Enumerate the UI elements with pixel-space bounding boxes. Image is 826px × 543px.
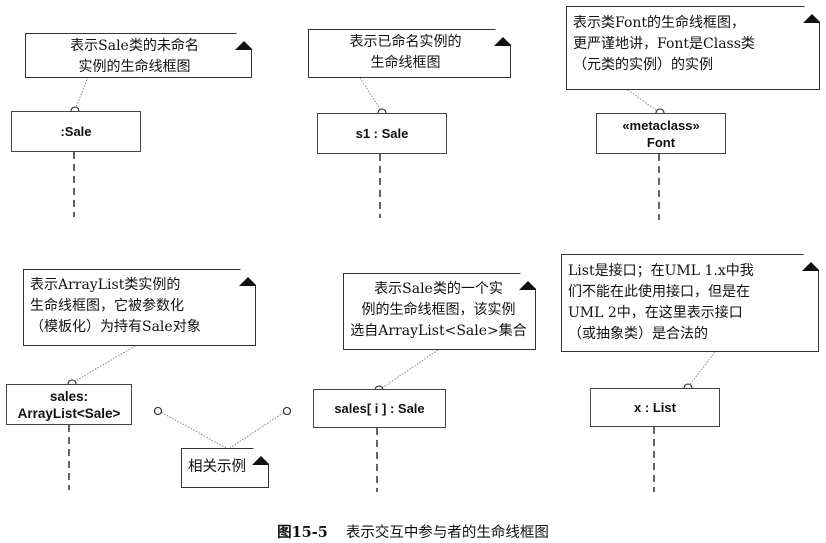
lifeline-box-named-sale[interactable]: s1 : Sale — [317, 113, 447, 154]
note-line: 表示ArrayList类实例的 — [30, 277, 181, 293]
note-sales-arraylist: 表示ArrayList类实例的 生命线框图，它被参数化 （模板化）为持有Sale… — [23, 269, 256, 346]
note-connector — [378, 349, 439, 391]
note-line: 表示Sale类的一个实 — [374, 281, 503, 297]
lifeline-label: s1 : Sale — [355, 126, 409, 141]
lifeline-box-sales-arraylist[interactable]: sales: ArrayList<Sale> — [6, 384, 132, 425]
note-line: （模板化）为持有Sale对象 — [30, 319, 201, 335]
note-line: 表示已命名实例的 — [349, 34, 462, 50]
figure-number: 图15-5 — [277, 524, 328, 541]
note-line: 表示Sale类的未命名 — [70, 38, 199, 54]
lifeline-label: Font — [646, 134, 676, 150]
note-line: （元类的实例）的实例 — [573, 57, 713, 73]
note-line: 例的生命线框图，该实例 — [361, 302, 516, 318]
stereotype-label: «metaclass» — [622, 117, 700, 133]
note-line: 选自ArrayList<Sale>集合 — [350, 323, 527, 339]
note-line: 更严谨地讲，Font是Class类 — [573, 36, 755, 52]
note-line: （或抽象类）是合法的 — [568, 326, 708, 342]
note-connector — [687, 351, 716, 388]
lifeline-label: ArrayList<Sale> — [17, 405, 121, 421]
note-unnamed-sale: 表示Sale类的未命名 实例的生命线框图 — [25, 33, 252, 78]
lifeline-label: :Sale — [60, 124, 92, 139]
lifeline-label: sales: — [49, 388, 89, 404]
note-line: UML 2中，在这里表示接口 — [568, 305, 743, 321]
note-line: 实例的生命线框图 — [78, 59, 191, 75]
figure-caption: 图15-5 表示交互中参与者的生命线框图 — [0, 521, 826, 542]
note-metaclass-font: 表示类Font的生命线框图， 更严谨地讲，Font是Class类 （元类的实例）… — [566, 6, 820, 90]
note-connector — [71, 345, 136, 384]
note-connector — [627, 89, 661, 114]
note-line: 表示类Font的生命线框图， — [573, 15, 746, 31]
note-line: 们不能在此使用接口，但是在 — [568, 284, 750, 300]
note-connector — [74, 76, 89, 111]
note-line: 生命线框图，它被参数化 — [30, 298, 184, 314]
note-connector — [359, 77, 383, 113]
lifeline-label: x : List — [634, 400, 676, 415]
lifeline-box-metaclass-font[interactable]: «metaclass» Font — [596, 113, 726, 154]
lifeline-box-sales-element[interactable]: sales[ i ] : Sale — [313, 389, 446, 428]
note-named-sale: 表示已命名实例的 生命线框图 — [308, 29, 511, 78]
anchor-circle — [282, 406, 292, 416]
note-line: 生命线框图 — [370, 55, 441, 71]
lifeline-label: sales[ i ] : Sale — [334, 401, 425, 416]
lifeline-box-list-interface[interactable]: x : List — [590, 388, 720, 427]
related-connector-right — [229, 410, 287, 449]
anchor-circle — [153, 406, 163, 416]
related-connector-left — [158, 410, 227, 449]
related-note-label: 相关示例 — [188, 459, 246, 475]
figure-title: 表示交互中参与者的生命线框图 — [345, 525, 549, 541]
related-examples-note: 相关示例 — [181, 448, 269, 488]
note-list-interface: List是接口；在UML 1.x中我 们不能在此使用接口，但是在 UML 2中，… — [561, 254, 819, 352]
lifeline-box-unnamed-sale[interactable]: :Sale — [11, 111, 141, 152]
note-line: List是接口；在UML 1.x中我 — [568, 263, 754, 279]
note-sales-element: 表示Sale类的一个实 例的生命线框图，该实例 选自ArrayList<Sale… — [343, 273, 536, 350]
